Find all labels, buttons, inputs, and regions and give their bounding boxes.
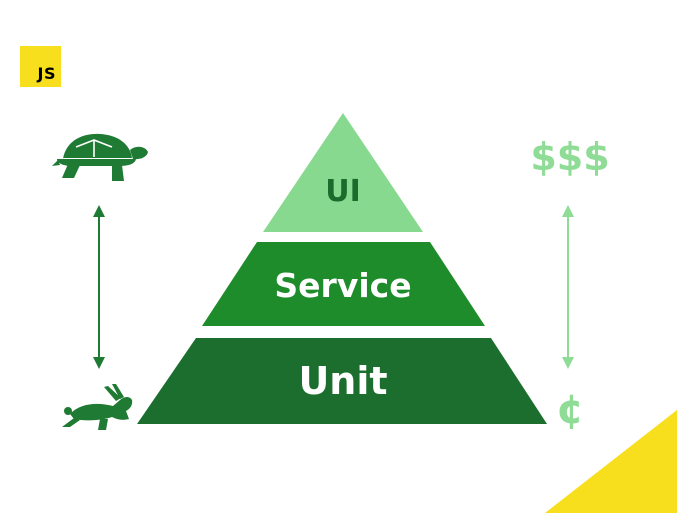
turtle-icon	[52, 133, 148, 181]
pyramid-tier-ui	[263, 113, 423, 232]
rabbit-icon	[62, 384, 133, 430]
corner-accent	[545, 410, 677, 513]
pyramid-label-service: Service	[274, 266, 411, 305]
pyramid-label-ui: UI	[325, 174, 361, 209]
pyramid-tier-service	[202, 242, 485, 326]
cost-arrow	[562, 205, 574, 369]
js-logo: JS	[20, 46, 61, 87]
pyramid-tier-unit	[137, 338, 547, 424]
speed-arrow	[93, 205, 105, 369]
cost-low-label: ¢	[556, 387, 584, 433]
js-logo-text: JS	[37, 64, 56, 83]
cost-high-label: $$$	[530, 135, 609, 179]
pyramid-label-unit: Unit	[298, 359, 387, 403]
